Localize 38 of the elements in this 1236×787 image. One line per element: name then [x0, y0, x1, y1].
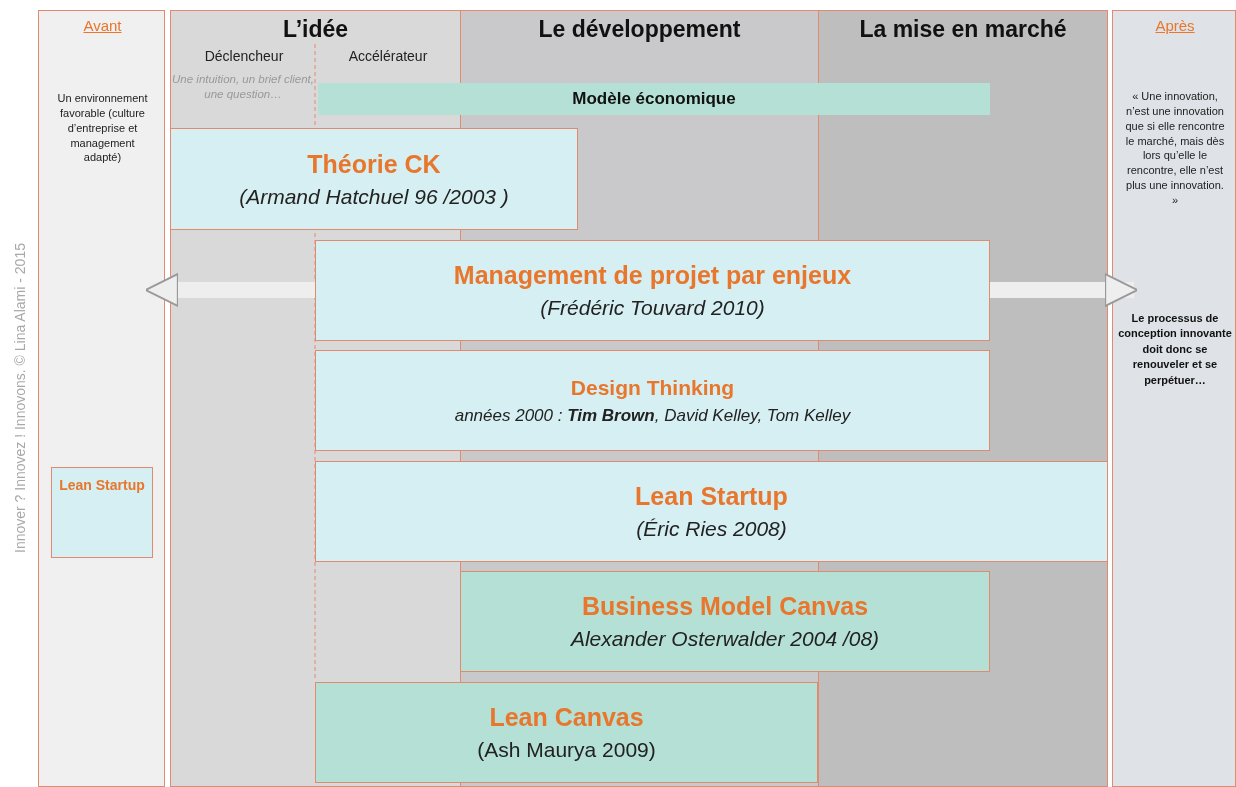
method-title: Management de projet par enjeux: [453, 261, 852, 290]
phase-heading: La mise en marché: [858, 16, 1068, 43]
block-arrow: [144, 273, 315, 307]
method-title: Design Thinking: [570, 375, 735, 400]
quote-text: « Une innovation, n’est une innovation que si elle rencontre le marché, mais dès lors qu’elle le rencontre, elle n’est plus une innovation. »: [1124, 89, 1226, 208]
method-box: [51, 467, 153, 558]
copyright-note: Innover ? Innovez ! Innovons. © Lina Alami - 2015: [12, 242, 28, 555]
phase-heading: Le développement: [537, 16, 742, 43]
method-author: (Frédéric Touvard 2010): [540, 296, 765, 320]
phase-subheading: Déclencheur: [203, 48, 285, 64]
method-title: Lean Canvas: [489, 703, 644, 732]
column-heading: Avant: [82, 17, 123, 34]
phase-subheading: Accélérateur: [347, 48, 429, 64]
method-title: Lean Startup: [59, 476, 145, 495]
column-heading: Après: [1154, 17, 1196, 34]
method-title: Théorie CK: [307, 149, 441, 179]
side-column: [1112, 10, 1236, 787]
method-box: [315, 350, 990, 451]
method-author: Alexander Osterwalder 2004 /08): [570, 627, 880, 651]
phase-heading: L’idée: [281, 16, 350, 43]
method-author: (Armand Hatchuel 96 /2003 ): [239, 184, 509, 209]
method-box: [315, 682, 818, 783]
method-author: (Éric Ries 2008): [636, 517, 787, 541]
model-bar: [318, 83, 990, 115]
method-box: [460, 571, 990, 672]
method-title: Lean Startup: [635, 482, 788, 511]
bar-label: Modèle économique: [572, 89, 736, 109]
method-box: [170, 128, 578, 230]
method-author: années 2000 : Tim Brown, David Kelley, Tom Kelley: [454, 405, 851, 426]
block-arrow: [990, 273, 1139, 307]
side-column: [38, 10, 165, 787]
column-note: Un environnement favorable (culture d’entreprise et management adapté): [56, 91, 149, 166]
method-box: [315, 461, 1108, 562]
conclusion-text: Le processus de conception innovante doit donc se renouveler et se perpétuer…: [1117, 311, 1233, 388]
example-note: Une intuition, un brief client, une question…: [172, 72, 314, 102]
method-box: [315, 240, 990, 341]
method-title: Business Model Canvas: [581, 592, 869, 621]
method-author: (Ash Maurya 2009): [477, 738, 656, 762]
